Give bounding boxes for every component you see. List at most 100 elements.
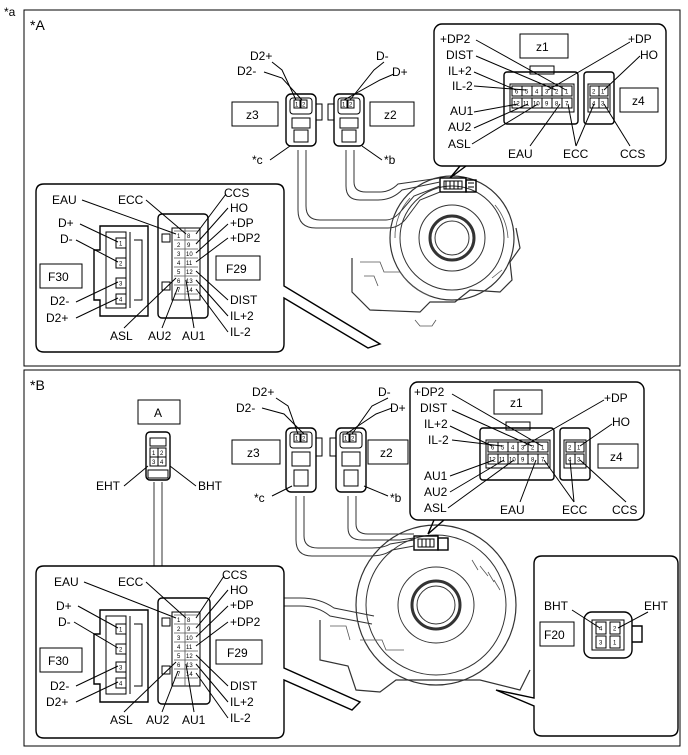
svg-text:6: 6 [177, 663, 181, 669]
label-a-b: A [154, 406, 162, 420]
label-ccs-f29-b: CCS [222, 568, 247, 582]
svg-text:3: 3 [599, 641, 603, 647]
svg-text:1: 1 [541, 446, 545, 452]
label-box-z1-a [519, 33, 569, 59]
label-f20-b: F20 [544, 628, 565, 642]
mark-b-b: *b [390, 491, 402, 505]
label-f29-a: F29 [226, 262, 247, 276]
svg-text:1: 1 [152, 451, 156, 457]
leaders-z3z2-b [261, 397, 393, 497]
label-au2-z1-a: AU2 [448, 120, 472, 134]
label-dp2-z1-a: +DP2 [440, 32, 471, 46]
svg-text:1: 1 [119, 628, 123, 634]
label-z2-a: z2 [384, 108, 397, 122]
label-ccs-z4-a: CCS [620, 147, 645, 161]
connector-z2-b: 1 2 [329, 427, 367, 493]
mark-c-a: *c [252, 153, 263, 167]
connector-z3-a: 1 2 [285, 93, 323, 147]
z2-pin-1-b: 1 [344, 437, 348, 443]
svg-text:3: 3 [119, 666, 123, 672]
label-box-f29-a [215, 255, 261, 281]
label-z1-b: z1 [510, 396, 523, 410]
svg-text:4: 4 [119, 682, 123, 688]
z2-pin-2-b: 2 [351, 437, 355, 443]
label-au1-z1-a: AU1 [450, 104, 474, 118]
z1-pins-top-b: 6 5 4 3 2 1 [487, 441, 549, 453]
label-dist-f29-a: DIST [230, 293, 258, 307]
label-dp-f29-b: +DP [230, 598, 254, 612]
panel-b-mark: *B [30, 377, 45, 393]
leaders-f29-b [73, 575, 229, 719]
label-d2minus-z3-a: D2- [237, 64, 256, 78]
label-dist-z1-a: DIST [446, 48, 474, 62]
label-bht-f20-b: BHT [544, 599, 569, 613]
label-ecc-f29-b: ECC [118, 575, 144, 589]
svg-text:2: 2 [160, 451, 164, 457]
svg-text:7: 7 [541, 458, 545, 464]
label-z3-b: z3 [247, 446, 260, 460]
svg-text:2: 2 [177, 243, 181, 249]
z2-pin-2: 2 [349, 103, 353, 109]
label-ho-f29-b: HO [230, 583, 248, 597]
label-eau-z1-a: EAU [508, 147, 533, 161]
cables-a [297, 150, 441, 229]
label-asl-f29-b: ASL [110, 713, 133, 727]
svg-text:4: 4 [599, 627, 603, 633]
label-f30-b: F30 [48, 654, 69, 668]
label-asl-z1-b: ASL [424, 501, 447, 515]
label-f30-a: F30 [48, 270, 69, 284]
label-au1-f29-b: AU1 [182, 713, 206, 727]
svg-text:3: 3 [119, 282, 123, 288]
label-box-z2-a [369, 101, 415, 127]
svg-text:1: 1 [177, 234, 181, 240]
label-eau-f29-b: EAU [54, 575, 79, 589]
label-il2m-f29-b: IL-2 [230, 711, 251, 725]
label-au1-z1-b: AU1 [424, 469, 448, 483]
label-box-f30-a [39, 263, 83, 289]
label-dminus-f30-b: D- [58, 615, 71, 629]
label-box-f30-b [39, 647, 83, 673]
label-ecc-z1-a: ECC [563, 147, 589, 161]
leaders-f29-a [75, 193, 229, 333]
label-dminus-f30-a: D- [60, 232, 73, 246]
svg-text:3: 3 [577, 458, 581, 464]
label-il2p-z1-b: IL+2 [424, 417, 448, 431]
label-box-a-b [137, 399, 181, 425]
svg-text:2: 2 [568, 446, 572, 452]
label-z3-a: z3 [246, 108, 259, 122]
svg-text:8: 8 [187, 618, 191, 624]
svg-text:5: 5 [177, 270, 181, 276]
svg-text:1: 1 [601, 90, 605, 96]
svg-text:10: 10 [186, 636, 193, 642]
callout-f20-b: F20 4 2 3 1 BHT EHT [495, 555, 679, 737]
label-box-z4-b [597, 443, 639, 469]
label-ho-f29-a: HO [230, 201, 248, 215]
z3-pin-1-b: 1 [295, 437, 299, 443]
label-d2plus-z3-a: D2+ [250, 49, 272, 63]
panel-b: *B [23, 369, 681, 747]
leaders-z1-a [471, 39, 641, 147]
svg-text:4: 4 [511, 446, 515, 452]
svg-text:4: 4 [160, 460, 164, 466]
label-dplus-f30-a: D+ [58, 216, 74, 230]
svg-text:9: 9 [545, 102, 549, 108]
label-dist-z1-b: DIST [420, 401, 448, 415]
label-z4-a: z4 [632, 94, 645, 108]
label-box-f20-b [539, 621, 575, 647]
svg-text:1: 1 [577, 446, 581, 452]
label-dp-f29-a: +DP [230, 216, 254, 230]
svg-text:6: 6 [177, 279, 181, 285]
svg-text:14: 14 [186, 672, 193, 678]
svg-text:5: 5 [525, 90, 529, 96]
panel-a: *A [23, 9, 681, 367]
svg-text:8: 8 [555, 102, 559, 108]
svg-text:9: 9 [521, 458, 525, 464]
svg-text:1: 1 [565, 90, 569, 96]
z3-pin-2: 2 [302, 103, 306, 109]
mark-c-b: *c [254, 491, 265, 505]
svg-text:10: 10 [186, 252, 193, 258]
svg-text:7: 7 [177, 672, 181, 678]
svg-text:8: 8 [187, 234, 191, 240]
label-box-z2-b [367, 439, 409, 465]
